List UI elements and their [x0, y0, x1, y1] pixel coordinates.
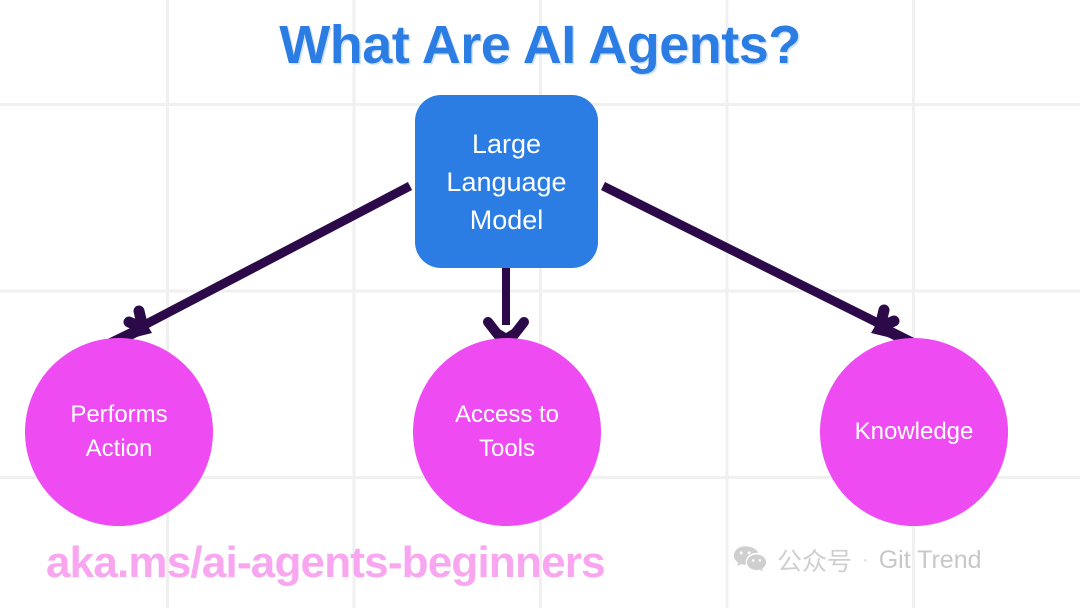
node-access-to-tools[interactable]: Access to Tools	[413, 338, 601, 526]
watermark-separator: ·	[862, 548, 869, 571]
node-large-language-model[interactable]: Large Language Model	[415, 95, 598, 268]
node-label: Large Language Model	[446, 128, 567, 235]
page-title: What Are AI Agents?	[279, 15, 801, 75]
wechat-icon	[733, 545, 767, 575]
node-performs-action[interactable]: Performs Action	[25, 338, 213, 526]
arrow-to-performs-action	[102, 182, 413, 351]
watermark: 公众号 · Git Trend	[733, 542, 982, 578]
arrow-to-knowledge	[600, 181, 922, 351]
arrow-to-access-tools	[483, 262, 529, 350]
watermark-channel: 公众号	[777, 548, 853, 576]
node-knowledge[interactable]: Knowledge	[820, 338, 1008, 526]
footer-url-link[interactable]: aka.ms/ai-agents-beginners	[46, 538, 606, 587]
watermark-brand: Git Trend	[878, 545, 982, 574]
node-label: Performs Action	[70, 401, 168, 462]
node-label: Access to Tools	[454, 401, 560, 462]
node-label: Knowledge	[854, 418, 974, 445]
